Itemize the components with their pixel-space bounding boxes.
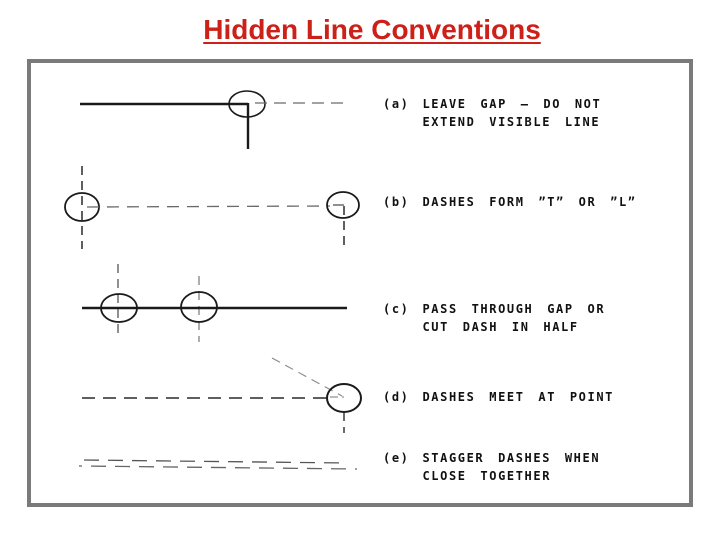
- note-label: (d): [383, 390, 410, 404]
- note-line-1: PASS THROUGH GAP OR: [422, 302, 606, 316]
- note-line-2: CLOSE TOGETHER: [422, 469, 552, 483]
- note-text: PASS THROUGH GAP OR CUT DASH IN HALF: [422, 300, 605, 336]
- note-line-1: DASHES MEET AT POINT: [422, 390, 614, 404]
- note-label: (e): [383, 451, 410, 465]
- note-label: (a): [383, 97, 410, 111]
- note-pass-through-gap: (c) PASS THROUGH GAP OR CUT DASH IN HALF: [383, 300, 605, 336]
- note-line-2: EXTEND VISIBLE LINE: [422, 115, 601, 129]
- content-panel: [27, 59, 693, 507]
- note-line-1: LEAVE GAP — DO NOT: [422, 97, 602, 111]
- page-title: Hidden Line Conventions: [203, 14, 541, 45]
- note-label: (c): [383, 302, 410, 316]
- note-text: STAGGER DASHES WHEN CLOSE TOGETHER: [422, 449, 600, 485]
- note-dashes-meet: (d) DASHES MEET AT POINT: [383, 388, 614, 406]
- note-label: (b): [383, 195, 410, 209]
- note-stagger-dashes: (e) STAGGER DASHES WHEN CLOSE TOGETHER: [383, 449, 600, 485]
- note-text: LEAVE GAP — DO NOT EXTEND VISIBLE LINE: [422, 95, 601, 131]
- note-line-1: STAGGER DASHES WHEN: [422, 451, 601, 465]
- note-text: DASHES FORM ”T” OR ”L”: [422, 193, 636, 211]
- note-line-2: CUT DASH IN HALF: [422, 320, 579, 334]
- note-leave-gap: (a) LEAVE GAP — DO NOT EXTEND VISIBLE LI…: [383, 95, 601, 131]
- note-t-or-l: (b) DASHES FORM ”T” OR ”L”: [383, 193, 637, 211]
- note-text: DASHES MEET AT POINT: [422, 388, 614, 406]
- note-line-1: DASHES FORM ”T” OR ”L”: [422, 195, 637, 209]
